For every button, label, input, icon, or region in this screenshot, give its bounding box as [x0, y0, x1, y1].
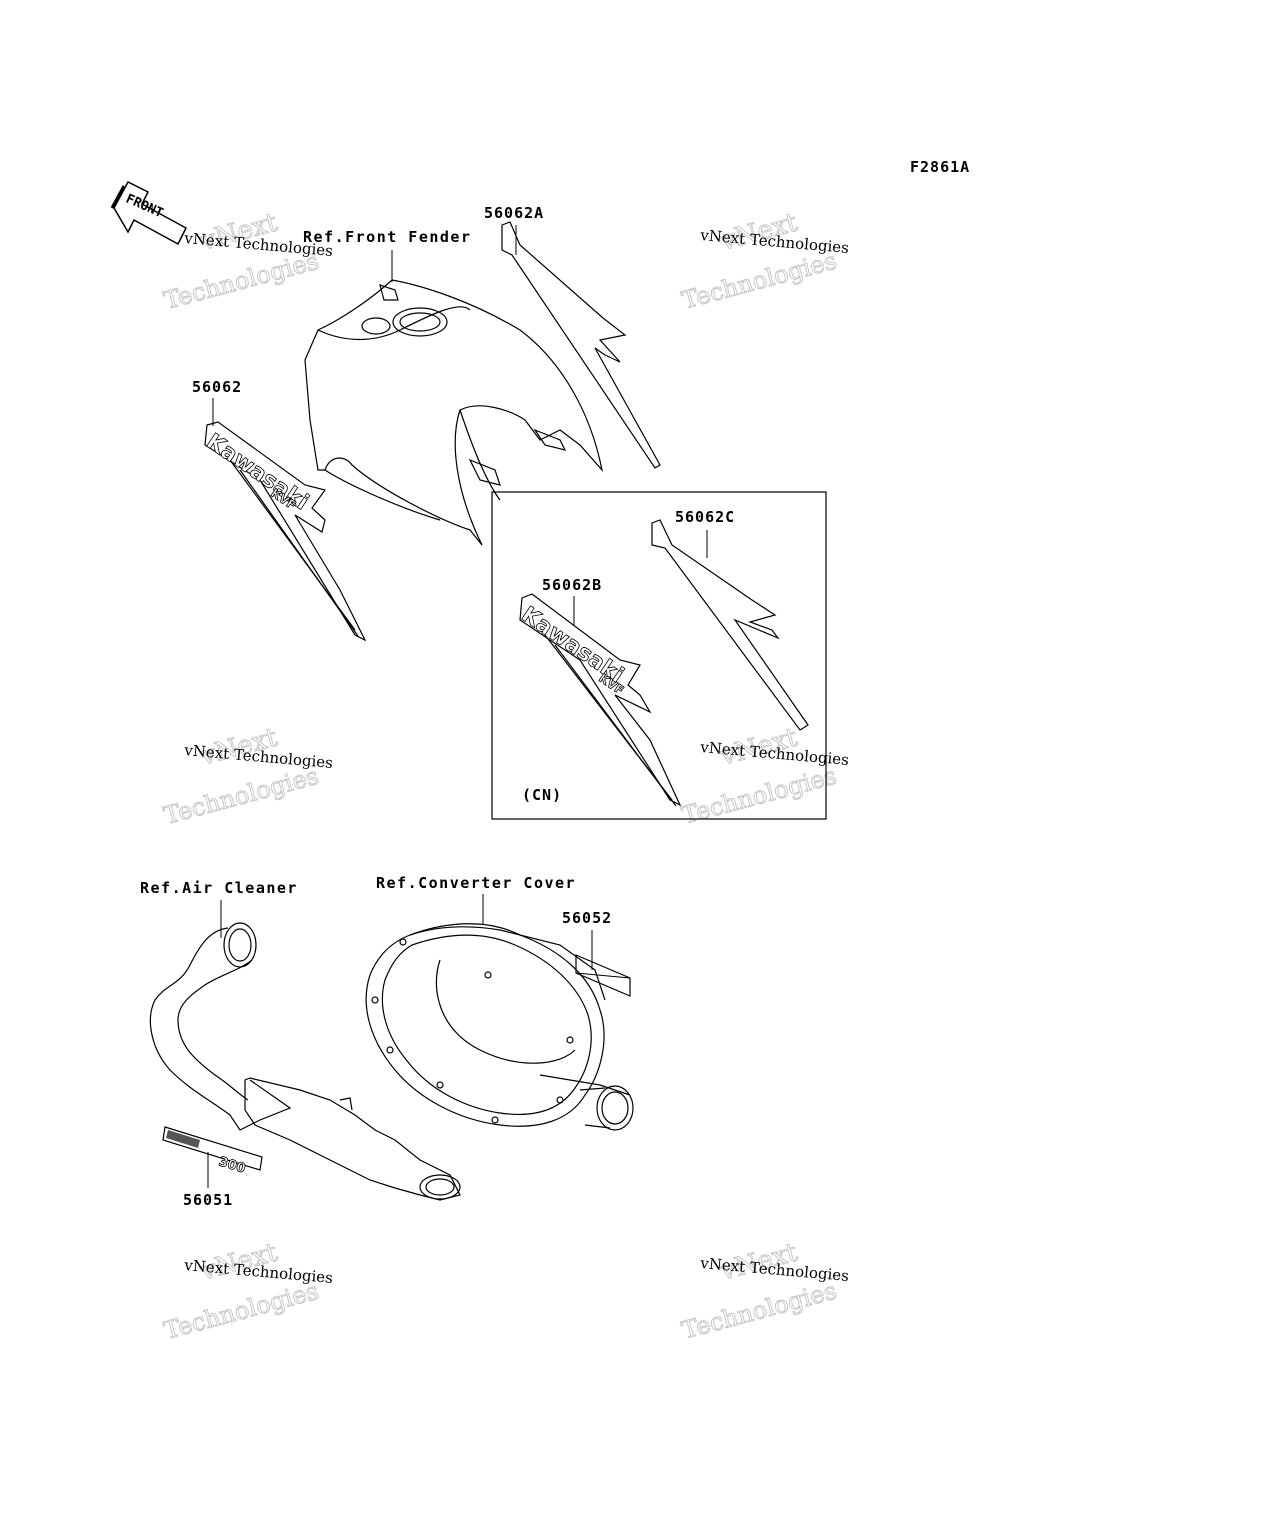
- watermark-mid-right: vNext Technologies vNext Technologies: [678, 722, 849, 830]
- svg-text:Technologies: Technologies: [161, 247, 322, 315]
- watermark-top-right: vNext Technologies vNext Technologies: [678, 207, 849, 315]
- part-56062B-label: 56062B: [542, 576, 602, 594]
- part-56062A-label: 56062A: [484, 204, 544, 222]
- decal-56062: Kawasaki KVF: [201, 421, 367, 642]
- decal-56062B: Kawasaki KVF: [516, 593, 682, 807]
- ref-converter-cover-label: Ref.Converter Cover: [376, 874, 576, 892]
- watermark-top-left: vNext Technologies vNext Technologies: [160, 207, 333, 315]
- part-56052-label: 56052: [562, 909, 612, 927]
- decal-56051: 300: [162, 1126, 263, 1177]
- air-cleaner-duct-drawing: [149, 922, 461, 1201]
- converter-cover-drawing: [365, 923, 634, 1131]
- svg-text:Technologies: Technologies: [161, 1277, 322, 1345]
- watermark-bottom-right: vNext Technologies vNext Technologies: [678, 1237, 849, 1345]
- svg-text:Technologies: Technologies: [161, 762, 322, 830]
- decal-56062A: [501, 221, 661, 469]
- decal-56062C: [651, 519, 809, 731]
- ref-front-fender-label: Ref.Front Fender: [303, 228, 472, 246]
- ref-air-cleaner-label: Ref.Air Cleaner: [140, 879, 298, 897]
- watermark-mid-left: vNext Technologies vNext Technologies: [160, 722, 333, 830]
- cn-inset-box: [491, 491, 827, 820]
- svg-text:300: 300: [217, 1154, 247, 1176]
- figure-code: F2861A: [910, 158, 970, 176]
- decal-56052: [575, 954, 631, 997]
- front-arrow-icon: FRONT: [110, 181, 187, 246]
- svg-text:Technologies: Technologies: [679, 1277, 840, 1345]
- part-56062C-label: 56062C: [675, 508, 735, 526]
- svg-text:Technologies: Technologies: [679, 247, 840, 315]
- part-56062-label: 56062: [192, 378, 242, 396]
- cn-note: (CN): [522, 786, 562, 804]
- part-56051-label: 56051: [183, 1191, 233, 1209]
- watermark-bottom-left: vNext Technologies vNext Technologies: [160, 1237, 333, 1345]
- front-fender-drawing: [304, 279, 604, 546]
